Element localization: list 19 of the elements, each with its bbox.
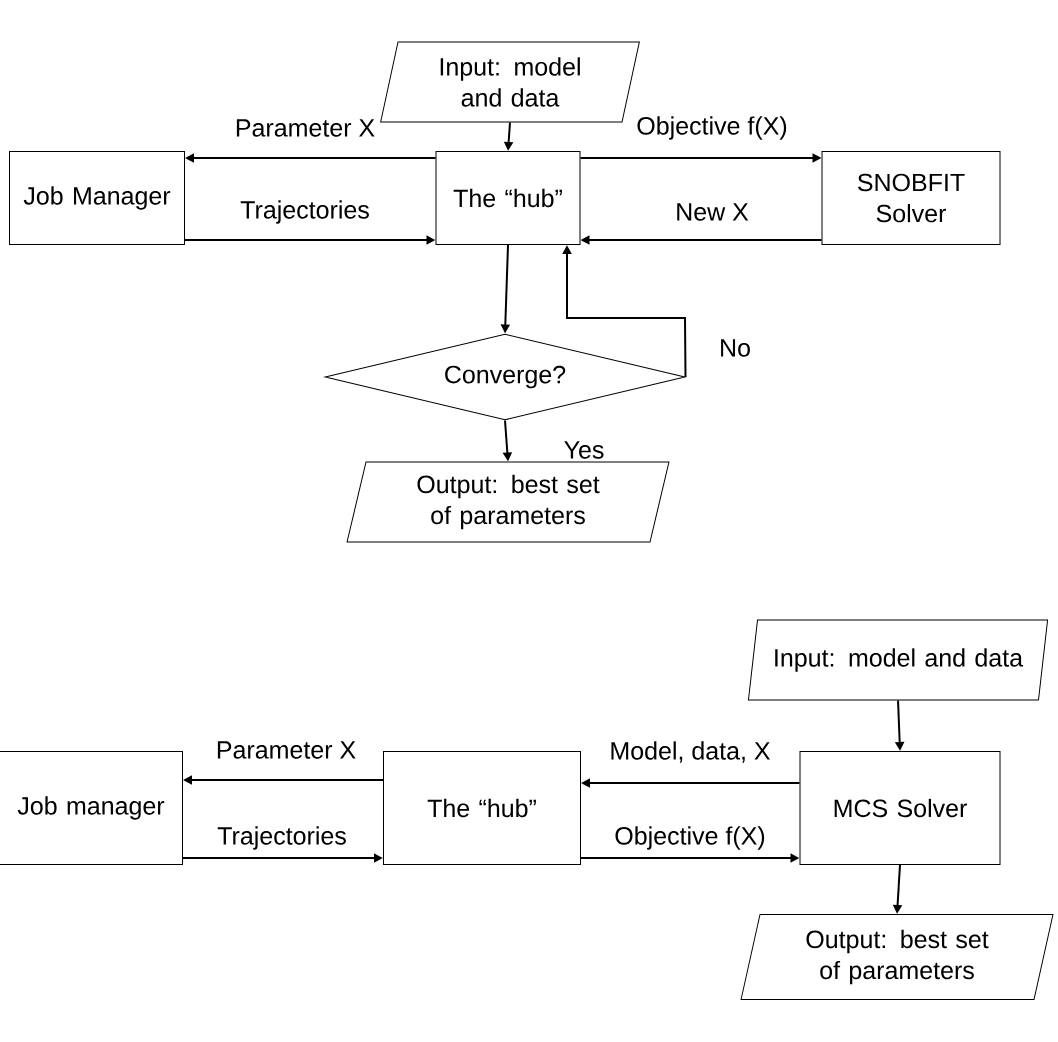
edge-label: Yes (564, 441, 604, 459)
process-box: The “hub” (435, 151, 581, 245)
process-box: The “hub” (383, 751, 581, 865)
edge-label: New X (677, 203, 749, 221)
edge-label: Trajectories (240, 200, 369, 224)
edge-label: Objective f(X) (615, 826, 765, 850)
process-box: Job manager (0, 751, 183, 865)
process-box: MCS Solver (799, 751, 1001, 865)
edge-label: No (721, 339, 750, 357)
data-parallelogram: Input: model and data (747, 619, 1049, 701)
edge-label: Model, data, X (611, 741, 771, 763)
edge-label: Parameter X (236, 119, 375, 137)
data-parallelogram: Output: best set of parameters (346, 461, 670, 543)
process-box: Job Manager (9, 151, 185, 245)
edge-label: Parameter X (217, 741, 356, 759)
edge-label: Objective f(X) (637, 116, 787, 140)
edge-label: Trajectories (217, 826, 346, 850)
process-box: SNOBFIT Solver (821, 151, 1001, 245)
data-parallelogram: Output: best set of parameters (740, 914, 1054, 1000)
